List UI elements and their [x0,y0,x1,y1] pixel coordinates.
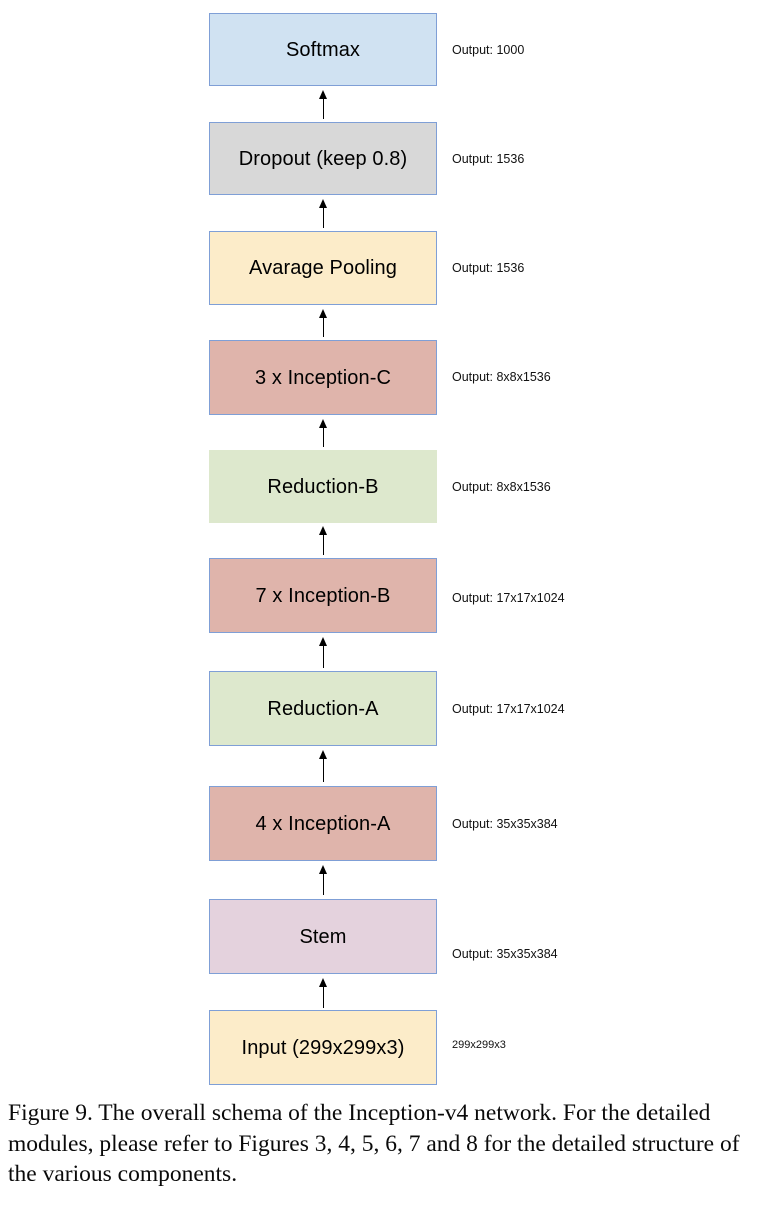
node-label: Stem [299,925,347,948]
output-label-inception-b: Output: 17x17x1024 [452,591,565,605]
arrow-shaft [323,872,325,895]
arrow-shaft [323,757,325,782]
node-label: 7 x Inception-B [255,584,391,607]
arrow-reduction-a-to-inception-b [319,637,328,668]
arrow-shaft [323,644,325,668]
node-inception-a: 4 x Inception-A [209,786,437,861]
figure-diagram: Softmax Output: 1000 Dropout (keep 0.8) … [209,13,565,1085]
arrow-dropout-to-softmax [319,90,328,119]
node-label: Softmax [285,38,361,61]
node-softmax: Softmax [209,13,437,86]
output-label-average-pooling: Output: 1536 [452,261,525,275]
arrowhead-icon [319,309,328,318]
node-inception-c: 3 x Inception-C [209,340,437,415]
arrow-reduction-b-to-inception-c [319,419,328,447]
output-label-inception-c: Output: 8x8x1536 [452,370,551,384]
node-label: Reduction-B [267,475,379,498]
arrowhead-icon [319,865,328,874]
node-input: Input (299x299x3) [209,1010,437,1085]
arrowhead-icon [319,90,328,99]
arrow-shaft [323,316,325,337]
node-reduction-a: Reduction-A [209,671,437,746]
arrow-inception-b-to-reduction-b [319,526,328,555]
arrow-shaft [323,97,325,119]
arrowhead-icon [319,637,328,646]
arrow-stem-to-inception-a [319,865,328,895]
node-dropout: Dropout (keep 0.8) [209,122,437,195]
output-label-stem: Output: 35x35x384 [452,947,558,961]
node-label: Reduction-A [267,697,379,720]
arrow-shaft [323,985,325,1008]
arrowhead-icon [319,526,328,535]
figure-caption: Figure 9. The overall schema of the Ince… [8,1100,740,1188]
output-label-softmax: Output: 1000 [452,43,525,57]
arrowhead-icon [319,978,328,987]
arrow-shaft [323,426,325,447]
arrow-shaft [323,533,325,555]
arrow-shaft [323,206,325,228]
node-inception-b: 7 x Inception-B [209,558,437,633]
node-reduction-b: Reduction-B [209,450,437,523]
arrowhead-icon [319,199,328,208]
output-label-reduction-b: Output: 8x8x1536 [452,480,551,494]
output-label-inception-a: Output: 35x35x384 [452,817,558,831]
node-label: 3 x Inception-C [254,366,391,389]
node-label: Dropout (keep 0.8) [238,147,408,170]
node-label: Avarage Pooling [249,257,397,279]
output-label-reduction-a: Output: 17x17x1024 [452,702,565,716]
node-average-pooling: Avarage Pooling [209,231,437,305]
arrow-pooling-to-dropout [319,199,328,228]
arrowhead-icon [319,419,328,428]
output-label-input: 299x299x3 [452,1039,506,1051]
node-label: 4 x Inception-A [255,812,391,835]
node-stem: Stem [209,899,437,974]
node-label: Input (299x299x3) [241,1036,405,1059]
arrow-inception-a-to-reduction-a [319,750,328,782]
arrowhead-icon [319,750,328,759]
arrow-inception-c-to-pooling [319,309,328,337]
arrow-input-to-stem [319,978,328,1008]
output-label-dropout: Output: 1536 [452,152,525,166]
